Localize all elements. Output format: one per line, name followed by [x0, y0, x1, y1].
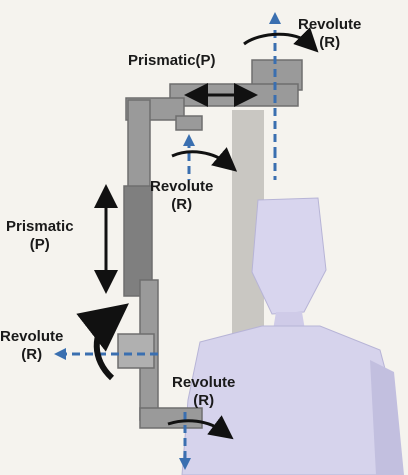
mid-axis-arrowhead	[183, 134, 195, 146]
label-revolute-mid-name: Revolute	[150, 178, 214, 195]
label-prismatic-top-text: Prismatic(P)	[128, 52, 216, 69]
label-revolute-bottom: Revolute (R)	[172, 374, 235, 410]
label-prismatic-left-abbr: (P)	[29, 236, 50, 253]
label-revolute-top-name: Revolute	[298, 16, 362, 33]
left-axis-arrowhead	[54, 348, 66, 360]
motion-arrows	[76, 27, 319, 440]
top-revolute-rotation-arrow	[243, 27, 319, 53]
joint-axes	[62, 30, 277, 460]
bottom-axis-arrowhead	[179, 458, 191, 470]
mid-revolute-housing	[175, 115, 203, 131]
label-revolute-bottom-name: Revolute	[172, 374, 236, 391]
axis-arrowheads	[54, 12, 281, 470]
left-revolute-rotation-arrow	[76, 303, 129, 381]
label-prismatic-left-name: Prismatic	[6, 218, 74, 235]
bottom-link	[139, 407, 203, 429]
top-axis-arrowhead	[269, 12, 281, 24]
mannequin	[181, 197, 404, 475]
label-revolute-top-abbr: (R)	[319, 34, 341, 51]
mid-revolute-rotation-arrow	[171, 147, 238, 172]
prismatic-slider	[123, 185, 153, 297]
label-revolute-top: Revolute (R)	[298, 16, 361, 52]
left-revolute-housing	[117, 333, 155, 369]
label-revolute-bottom-abbr: (R)	[193, 392, 215, 409]
bottom-revolute-rotation-arrow	[167, 415, 234, 440]
label-revolute-mid: Revolute (R)	[150, 178, 213, 214]
label-revolute-mid-abbr: (R)	[171, 196, 193, 213]
label-prismatic-left: Prismatic (P)	[6, 218, 74, 254]
label-prismatic-top: Prismatic(P)	[128, 52, 216, 70]
label-revolute-left: Revolute (R)	[0, 328, 63, 364]
label-revolute-left-name: Revolute	[0, 328, 64, 345]
label-revolute-left-abbr: (R)	[21, 346, 43, 363]
